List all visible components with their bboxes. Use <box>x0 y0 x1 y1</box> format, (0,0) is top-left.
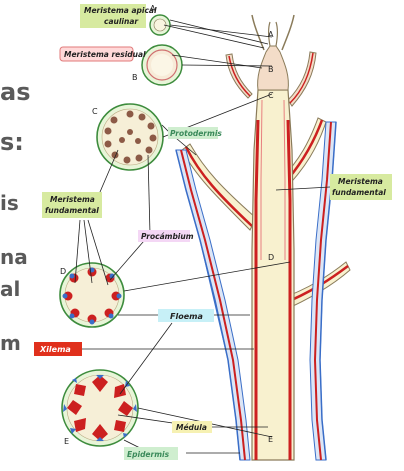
label-meristema-fundamental-left-line2: fundamental <box>45 206 99 215</box>
label-medula-text: Médula <box>176 423 207 432</box>
section-letter-e: E <box>64 437 69 446</box>
section-c: C <box>92 104 163 170</box>
label-xilema: Xilema <box>34 342 82 356</box>
section-letter-b: B <box>132 73 138 82</box>
level-letter-a: A <box>268 30 274 39</box>
label-meristema-residual: Meristema residual <box>60 47 146 61</box>
label-epidermis: Epidermis <box>124 447 178 460</box>
level-letter-d: D <box>268 253 274 262</box>
background-text: as s: is na al m <box>0 78 30 355</box>
bg-fragment-1: as <box>0 78 30 106</box>
section-e: E <box>62 370 138 446</box>
label-meristema-fundamental-right-line2: fundamental <box>332 188 386 197</box>
stem <box>176 15 350 460</box>
bg-fragment-5: al <box>0 277 20 301</box>
label-meristema-residual-text: Meristema residual <box>64 50 146 59</box>
label-meristema-apical-line1: Meristema apical <box>84 6 157 15</box>
label-xilema-text: Xilema <box>39 345 71 354</box>
label-procambium: Procámbium <box>138 230 194 242</box>
bg-fragment-2: s: <box>0 128 24 156</box>
label-protodermis: Protodermis <box>168 127 222 139</box>
label-meristema-fundamental-left: Meristema fundamental <box>42 192 102 218</box>
label-floema: Floema <box>158 309 214 322</box>
label-meristema-fundamental-left-line1: Meristema <box>50 195 95 204</box>
label-meristema-apical: Meristema apical caulinar <box>80 4 157 28</box>
bg-fragment-4: na <box>0 245 28 269</box>
label-meristema-apical-line2: caulinar <box>104 17 139 26</box>
bg-fragment-3: is <box>0 191 19 215</box>
section-d: D <box>60 263 124 327</box>
label-medula: Médula <box>172 421 212 433</box>
label-meristema-fundamental-right-line1: Meristema <box>338 177 383 186</box>
label-meristema-fundamental-right: Meristema fundamental <box>330 174 392 200</box>
label-epidermis-text: Epidermis <box>127 450 170 459</box>
section-letter-c: C <box>92 107 98 116</box>
label-procambium-text: Procámbium <box>141 232 194 241</box>
section-letter-d: D <box>60 267 66 276</box>
label-floema-text: Floema <box>170 312 203 321</box>
bg-fragment-6: m <box>0 331 21 355</box>
label-protodermis-text: Protodermis <box>170 129 222 138</box>
